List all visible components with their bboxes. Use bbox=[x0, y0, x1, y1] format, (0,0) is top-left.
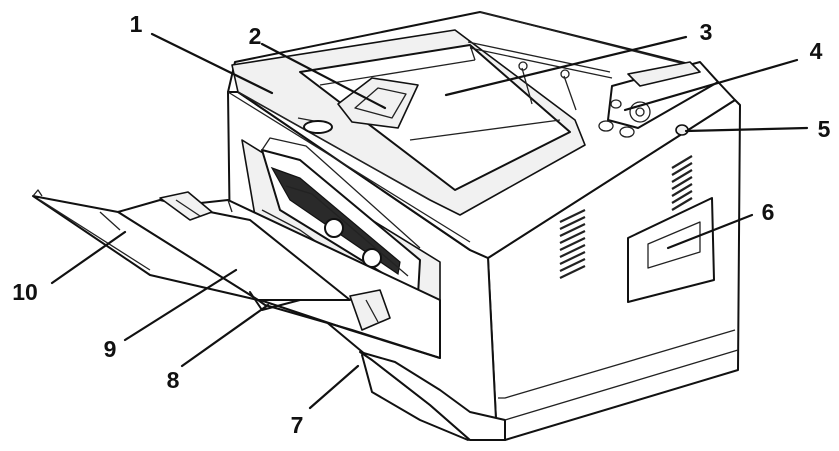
leader-line-5 bbox=[684, 126, 809, 133]
leader-lines bbox=[50, 32, 809, 410]
leader-line-4 bbox=[623, 58, 799, 112]
callout-3: 3 bbox=[700, 19, 713, 45]
leader-line-1 bbox=[150, 32, 274, 95]
paper-cassette bbox=[359, 351, 506, 441]
front-cover-handle bbox=[303, 120, 333, 134]
leader-line-9 bbox=[123, 268, 238, 342]
paper-width-guide bbox=[349, 289, 391, 331]
cursor-keys-icon bbox=[629, 101, 651, 123]
leader-line-10 bbox=[50, 230, 127, 285]
panel-key-icon bbox=[598, 120, 614, 132]
leader-line-7 bbox=[308, 364, 360, 410]
callout-9: 9 bbox=[104, 336, 117, 362]
paper-stopper bbox=[337, 77, 419, 129]
callout-2: 2 bbox=[249, 23, 262, 49]
callout-8: 8 bbox=[167, 367, 180, 393]
right-cover bbox=[627, 197, 715, 303]
message-display bbox=[627, 61, 701, 87]
leader-line-8 bbox=[180, 303, 270, 368]
leader-line-6 bbox=[666, 213, 754, 250]
callout-1: 1 bbox=[130, 11, 143, 37]
callout-labels: 1 2 3 4 5 6 7 8 9 10 bbox=[12, 11, 830, 438]
side-vent-upper bbox=[671, 155, 693, 211]
callout-10: 10 bbox=[12, 279, 38, 305]
callout-5: 5 bbox=[818, 116, 831, 142]
mp-tray-sub-extension bbox=[32, 195, 259, 301]
panel-key-icon bbox=[610, 99, 622, 109]
printer-illustration bbox=[32, 11, 741, 441]
panel-key-icon bbox=[619, 126, 635, 138]
leader-line-3 bbox=[444, 35, 688, 97]
leader-line-2 bbox=[260, 42, 387, 110]
side-vent-lower bbox=[559, 209, 586, 279]
callout-7: 7 bbox=[291, 412, 304, 438]
callout-4: 4 bbox=[810, 38, 823, 64]
callout-6: 6 bbox=[762, 199, 775, 225]
